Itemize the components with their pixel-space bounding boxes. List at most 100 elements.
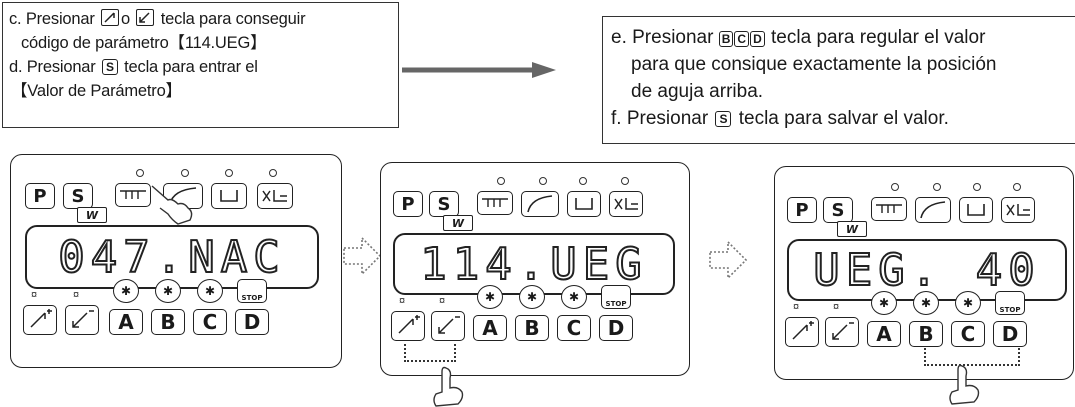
soft-start-button[interactable]: [915, 197, 951, 223]
d-button[interactable]: D: [993, 321, 1027, 347]
c-fan-icon: ✱: [197, 279, 223, 303]
display-text: 114.UEG: [419, 238, 648, 291]
hollow-arrow-icon: [709, 240, 748, 280]
needle-down-button[interactable]: [431, 311, 465, 341]
led-indicator: [225, 169, 233, 177]
control-panel-2: P S W 114.UEG ¤ ¤ A ✱ B ✱ C ✱ D STOP: [380, 162, 690, 376]
led-indicator: [1013, 183, 1021, 191]
led-indicator: [539, 177, 547, 185]
led-star-icon: ¤: [31, 289, 38, 301]
pointing-hand-icon: [151, 185, 193, 225]
s-button[interactable]: S: [429, 191, 459, 217]
a-button[interactable]: A: [867, 321, 901, 347]
hollow-arrow-icon: [343, 236, 382, 276]
a-fan-icon: ✱: [871, 291, 897, 315]
needle-pattern-button[interactable]: [871, 197, 907, 221]
led-indicator: [136, 169, 144, 177]
bartack-button[interactable]: [211, 183, 247, 209]
instruction-line-e2: para que consique exactamente la posició…: [631, 54, 997, 75]
control-panel-3: P S W UEG. 40 ¤ ¤ A ✱ B ✱ C ✱ D STOP: [774, 166, 1074, 380]
up-arrow-key-icon: [101, 9, 120, 26]
led-indicator: [891, 183, 899, 191]
p-button[interactable]: P: [787, 197, 817, 223]
bartack-button[interactable]: [567, 191, 601, 217]
instruction-line-c2: código de parámetro【114.UEG】: [21, 34, 267, 52]
soft-start-button[interactable]: [521, 191, 559, 217]
led-star-icon: ¤: [73, 289, 80, 301]
dotted-connector: [924, 348, 1020, 366]
seven-segment-display: UEG. 40: [787, 239, 1067, 301]
dotted-connector: [404, 344, 456, 362]
c-button[interactable]: C: [951, 321, 985, 347]
led-star-icon: ¤: [793, 301, 800, 313]
led-indicator: [269, 169, 277, 177]
c-fan-icon: ✱: [955, 291, 981, 315]
long-arrow-icon: [402, 62, 556, 78]
s-key-icon: S: [715, 111, 732, 127]
d-button[interactable]: D: [599, 315, 633, 341]
b-fan-icon: ✱: [519, 285, 545, 309]
stop-icon: STOP: [601, 285, 631, 309]
s-button[interactable]: S: [823, 197, 853, 223]
instruction-line-c: c. Presionar o tecla para conseguir: [9, 9, 306, 28]
stop-icon: STOP: [237, 279, 267, 303]
led-indicator: [933, 183, 941, 191]
led-indicator: [621, 177, 629, 185]
display-text: UEG. 40: [812, 244, 1041, 297]
a-button[interactable]: A: [473, 315, 507, 341]
b-fan-icon: ✱: [913, 291, 939, 315]
needle-down-button[interactable]: [825, 317, 859, 347]
c-button[interactable]: C: [557, 315, 591, 341]
a-fan-icon: ✱: [477, 285, 503, 309]
b-button[interactable]: B: [151, 309, 185, 335]
b-button[interactable]: B: [909, 321, 943, 347]
a-fan-icon: ✱: [113, 279, 139, 303]
needle-down-button[interactable]: [65, 305, 99, 335]
c-button[interactable]: C: [193, 309, 227, 335]
display-text: 047.NAC: [57, 231, 286, 284]
trim-button[interactable]: [1001, 197, 1035, 223]
led-indicator: [497, 177, 505, 185]
trim-button[interactable]: [257, 183, 293, 209]
led-star-icon: ¤: [439, 295, 446, 307]
stop-icon: STOP: [995, 291, 1025, 315]
needle-up-button[interactable]: [785, 317, 819, 347]
w-button[interactable]: W: [77, 207, 107, 223]
control-panel-1: P S W 047.NAC ¤ ¤ A ✱ B ✱ C ✱ D STOP: [10, 154, 342, 368]
needle-pattern-button[interactable]: [477, 191, 513, 215]
needle-pattern-button[interactable]: [115, 183, 151, 207]
b-fan-icon: ✱: [155, 279, 181, 303]
bartack-button[interactable]: [959, 197, 993, 223]
instruction-line-f: f. Presionar S tecla para salvar el valo…: [611, 108, 949, 129]
led-indicator: [579, 177, 587, 185]
p-button[interactable]: P: [393, 191, 423, 217]
trim-button[interactable]: [609, 191, 643, 217]
down-arrow-key-icon: [136, 9, 155, 26]
c-fan-icon: ✱: [561, 285, 587, 309]
b-button[interactable]: B: [515, 315, 549, 341]
pointing-hand-icon: [949, 364, 980, 405]
needle-up-button[interactable]: [391, 311, 425, 341]
p-button[interactable]: P: [25, 183, 55, 209]
instruction-line-d2: 【Valor de Parámetro】: [11, 82, 182, 100]
led-star-icon: ¤: [399, 295, 406, 307]
needle-up-button[interactable]: [23, 305, 57, 335]
seven-segment-display: 047.NAC: [25, 225, 319, 289]
s-button[interactable]: S: [63, 183, 93, 209]
pointing-hand-icon: [433, 366, 464, 407]
w-button[interactable]: W: [443, 215, 473, 231]
w-button[interactable]: W: [837, 221, 867, 237]
s-key-icon: S: [101, 59, 118, 75]
seven-segment-display: 114.UEG: [393, 233, 675, 295]
instruction-line-d: d. Presionar S tecla para entrar el: [9, 58, 258, 76]
led-indicator: [973, 183, 981, 191]
instruction-box-left: c. Presionar o tecla para conseguir códi…: [2, 2, 399, 128]
led-indicator: [181, 169, 189, 177]
d-button[interactable]: D: [235, 309, 269, 335]
a-button[interactable]: A: [109, 309, 143, 335]
led-star-icon: ¤: [833, 301, 840, 313]
instruction-line-e3: de aguja arriba.: [631, 81, 764, 102]
